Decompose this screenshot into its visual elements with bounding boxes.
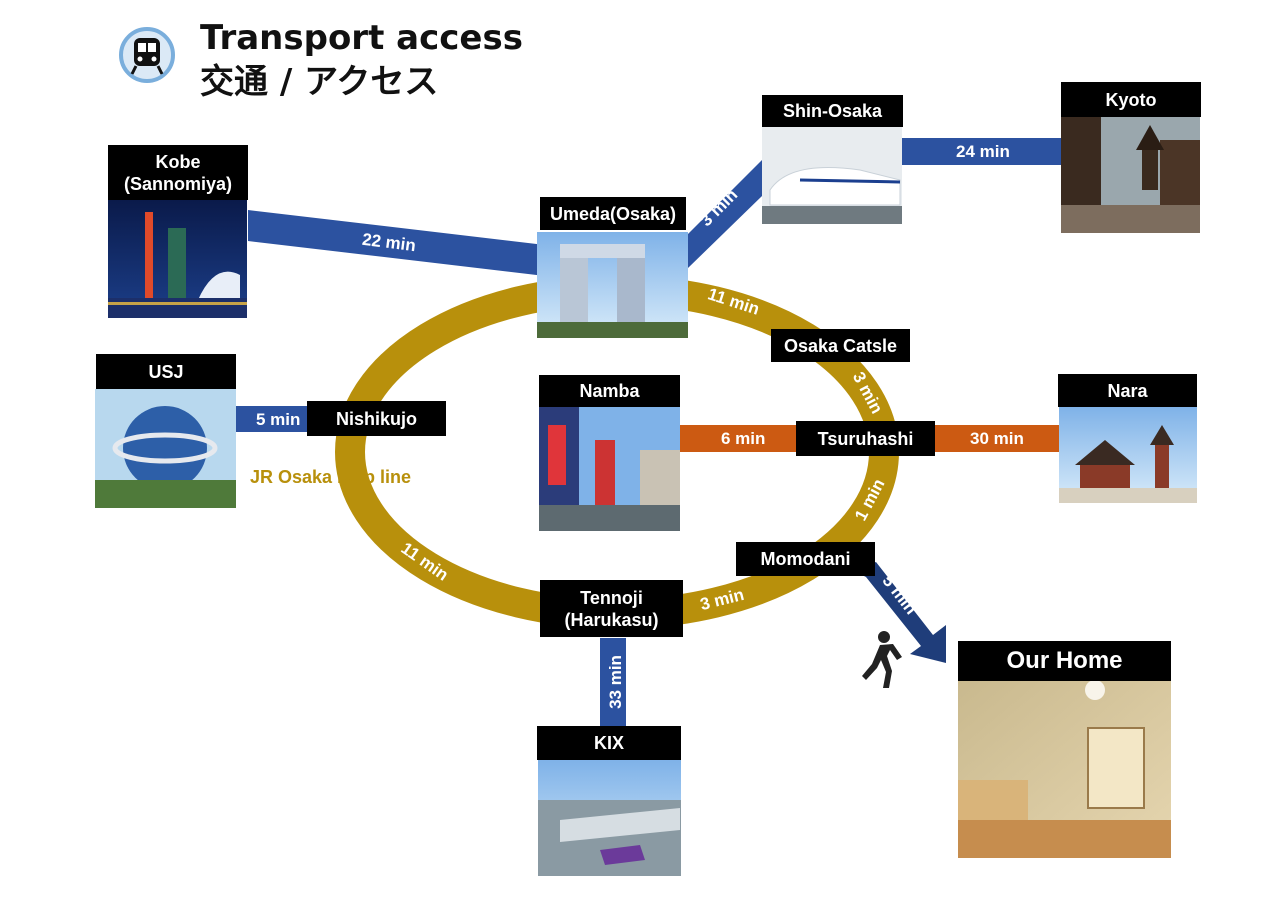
photo-kyoto	[1061, 117, 1200, 233]
time-tennoji-kix: 33 min	[605, 655, 625, 709]
photo-kobe	[108, 200, 247, 318]
station-tag-nara: Nara	[1058, 374, 1197, 407]
photo-namba	[539, 407, 680, 531]
station-tag-momodani: Momodani	[736, 542, 875, 576]
page-title: Transport access 交通 / アクセス	[200, 16, 523, 104]
page-title-ja: 交通 / アクセス	[200, 62, 439, 102]
walk-route-arrow	[852, 562, 946, 663]
station-tag-kobe: Kobe (Sannomiya)	[108, 145, 248, 200]
station-tag-umeda: Umeda(Osaka)	[540, 197, 686, 230]
time-shin-osaka-kyoto: 24 min	[956, 142, 1010, 161]
station-tag-osaka-castle: Osaka Catsle	[771, 329, 910, 362]
line-kobe-umeda	[248, 210, 545, 276]
photo-nara	[1059, 407, 1197, 503]
loop-line-label: JR Osaka loop line	[250, 467, 412, 487]
station-tag-kyoto: Kyoto	[1061, 82, 1201, 117]
station-tag-namba: Namba	[539, 375, 680, 407]
photo-kix	[538, 760, 681, 876]
photo-shin-osaka	[762, 126, 902, 224]
photo-usj	[95, 389, 236, 508]
line-tsuruhashi-nara	[935, 425, 1060, 452]
station-tag-our-home: Our Home	[958, 641, 1171, 681]
time-tsuruhashi-nara: 30 min	[970, 429, 1024, 448]
line-namba-tsuruhashi	[680, 425, 800, 452]
line-usj-nishikujo	[236, 406, 308, 432]
time-namba-tsuruhashi: 6 min	[721, 429, 766, 448]
photo-umeda	[537, 232, 688, 338]
station-tag-tsuruhashi: Tsuruhashi	[796, 421, 935, 456]
line-shin-osaka-kyoto	[902, 138, 1062, 165]
station-tag-nishikujo: Nishikujo	[307, 401, 446, 436]
train-icon	[119, 27, 175, 83]
line-umeda-shin-osaka	[688, 160, 762, 268]
time-usj-nishikujo: 5 min	[256, 410, 301, 429]
station-tag-usj: USJ	[96, 354, 236, 389]
photo-our-home	[958, 680, 1171, 858]
station-tag-tennoji: Tennoji (Harukasu)	[540, 580, 683, 637]
station-tag-kix: KIX	[537, 726, 681, 760]
page-title-en: Transport access	[200, 18, 523, 58]
station-tag-shin-osaka: Shin-Osaka	[762, 95, 903, 127]
line-tennoji-kix	[600, 638, 626, 728]
walking-person-icon	[862, 631, 902, 688]
